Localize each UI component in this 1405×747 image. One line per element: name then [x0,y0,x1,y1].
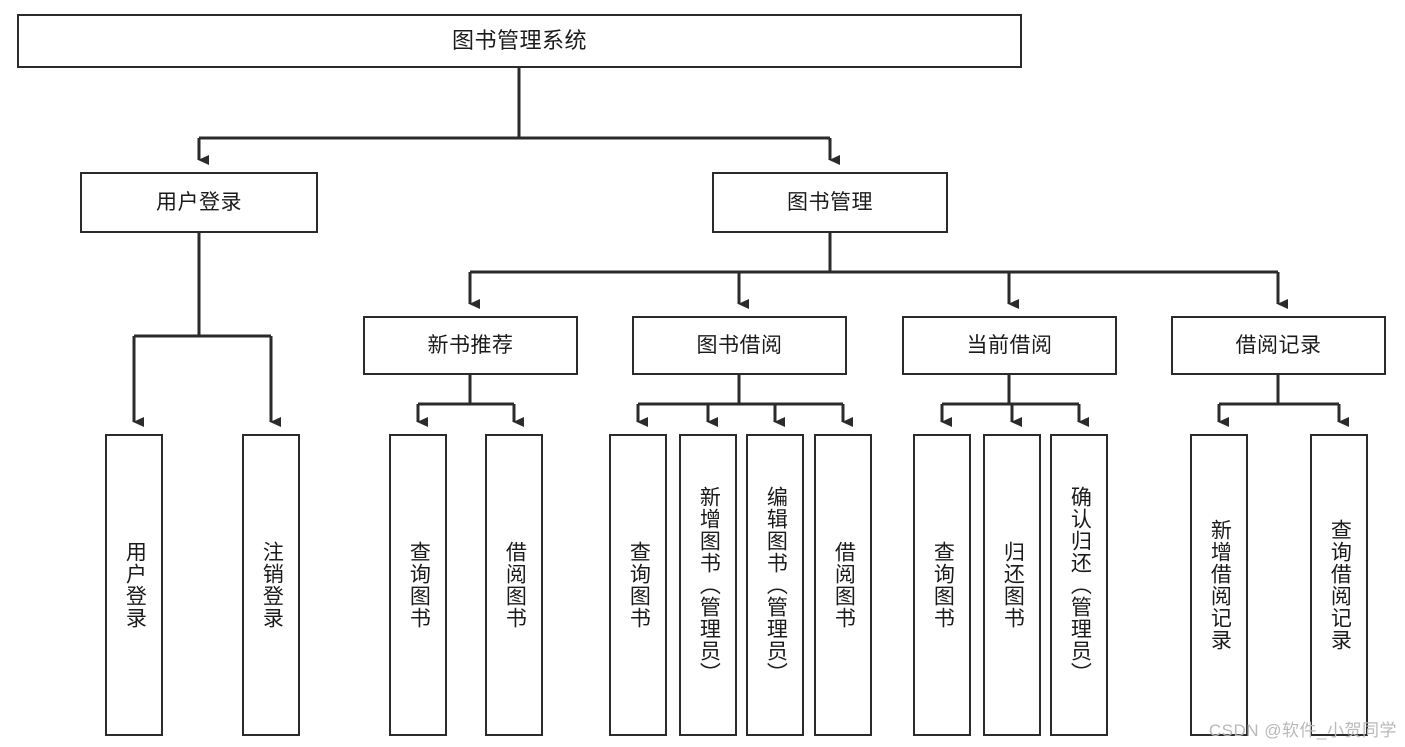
node-current-borrow[interactable]: 当前借阅 [902,316,1117,375]
node-leaf-query-books-3[interactable]: 查询图书 [913,434,971,736]
node-leaf-add-borrow-record[interactable]: 新增借阅记录 [1190,434,1248,736]
node-leaf-confirm-return-admin-label: 确认归还（管理员） [1068,486,1092,684]
node-user-login-label: 用户登录 [156,190,242,214]
node-leaf-return-books-label: 归还图书 [1001,541,1025,629]
node-leaf-add-borrow-record-label: 新增借阅记录 [1208,519,1232,651]
node-leaf-borrow-books-1-label: 借阅图书 [503,541,527,629]
node-leaf-logout-login-label: 注销登录 [260,541,284,629]
node-new-book-recommend-label: 新书推荐 [427,333,514,357]
node-borrow-record[interactable]: 借阅记录 [1171,316,1386,375]
node-root-label: 图书管理系统 [451,27,587,53]
node-leaf-user-login-label: 用户登录 [123,541,147,629]
node-leaf-borrow-books-1[interactable]: 借阅图书 [485,434,543,736]
node-leaf-borrow-books-2-label: 借阅图书 [832,541,856,629]
node-leaf-query-books-3-label: 查询图书 [931,541,955,629]
node-leaf-add-book-admin[interactable]: 新增图书（管理员） [679,434,737,736]
node-leaf-user-login[interactable]: 用户登录 [105,434,163,736]
node-leaf-query-books-2-label: 查询图书 [627,541,651,629]
node-leaf-query-books-1-label: 查询图书 [407,541,431,629]
node-book-management-label: 图书管理 [787,190,873,214]
csdn-watermark: CSDN @软件_小贺同学 [1208,721,1397,740]
node-current-borrow-label: 当前借阅 [966,333,1053,357]
node-book-borrow-label: 图书借阅 [696,333,783,357]
node-new-book-recommend[interactable]: 新书推荐 [363,316,578,375]
node-leaf-query-books-1[interactable]: 查询图书 [389,434,447,736]
node-leaf-query-books-2[interactable]: 查询图书 [609,434,667,736]
node-leaf-borrow-books-2[interactable]: 借阅图书 [814,434,872,736]
node-borrow-record-label: 借阅记录 [1235,333,1322,357]
node-leaf-query-borrow-record-label: 查询借阅记录 [1328,519,1352,651]
node-leaf-confirm-return-admin[interactable]: 确认归还（管理员） [1050,434,1108,736]
node-leaf-edit-book-admin-label: 编辑图书（管理员） [764,486,788,684]
node-leaf-logout-login[interactable]: 注销登录 [242,434,300,736]
node-leaf-query-borrow-record[interactable]: 查询借阅记录 [1310,434,1368,736]
node-book-management[interactable]: 图书管理 [712,172,948,233]
node-leaf-return-books[interactable]: 归还图书 [983,434,1041,736]
node-user-login[interactable]: 用户登录 [80,172,318,233]
node-leaf-add-book-admin-label: 新增图书（管理员） [697,486,721,684]
node-leaf-edit-book-admin[interactable]: 编辑图书（管理员） [746,434,804,736]
node-book-borrow[interactable]: 图书借阅 [632,316,847,375]
node-root[interactable]: 图书管理系统 [17,14,1022,68]
